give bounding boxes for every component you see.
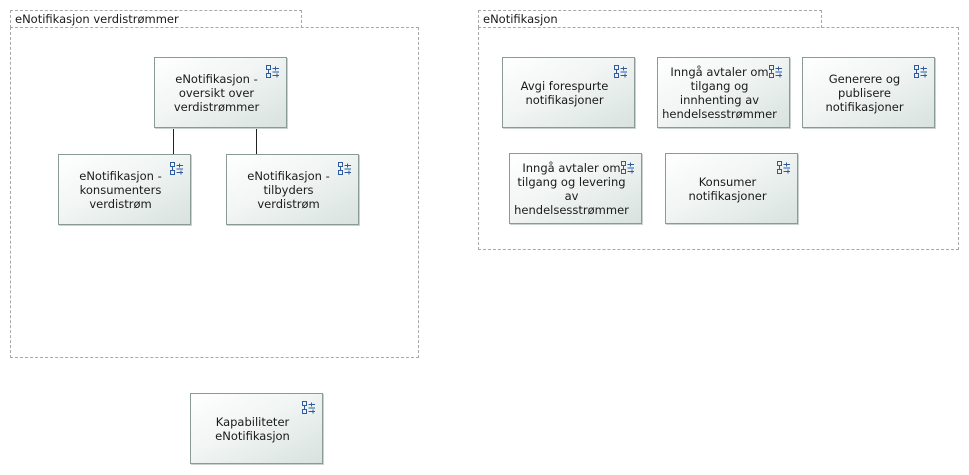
node-tilbyders[interactable]: eNotifikasjon - tilbyders verdistrøm: [226, 154, 359, 225]
node-generere[interactable]: Generere og publisere notifikasjoner: [802, 57, 935, 128]
capability-icon: [768, 64, 783, 79]
node-konsumer[interactable]: Konsumer notifikasjoner: [665, 153, 798, 224]
node-label: eNotifikasjon - oversikt over verdistrøm…: [173, 71, 260, 114]
capability-icon: [620, 160, 635, 175]
capability-icon: [613, 64, 628, 79]
capability-icon: [301, 400, 316, 415]
node-label: Avgi forespurte notifikasjoner: [520, 78, 609, 107]
node-konsumenters[interactable]: eNotifikasjon - konsumenters verdistrøm: [58, 154, 191, 225]
node-avgi[interactable]: Avgi forespurte notifikasjoner: [502, 57, 635, 128]
capability-icon: [776, 160, 791, 175]
group-tab-enotifikasjon[interactable]: eNotifikasjon: [478, 10, 822, 28]
node-kapabiliteter[interactable]: Kapabiliteter eNotifikasjon: [190, 393, 323, 464]
connector-oversikt-tilbyders: [256, 128, 257, 154]
group-verdistrommer[interactable]: [10, 27, 419, 358]
node-label: Kapabiliteter eNotifikasjon: [215, 414, 290, 443]
capability-icon: [265, 64, 280, 79]
group-label: eNotifikasjon verdistrømmer: [15, 12, 179, 26]
connector-oversikt-konsumenters: [173, 128, 174, 154]
node-levering[interactable]: Inngå avtaler om tilgang og levering av …: [509, 153, 642, 224]
group-label: eNotifikasjon: [483, 12, 558, 26]
capability-icon: [169, 161, 184, 176]
node-label: Inngå avtaler om tilgang og innhenting a…: [662, 64, 777, 121]
group-tab-verdistrommer[interactable]: eNotifikasjon verdistrømmer: [10, 10, 302, 28]
node-label: Inngå avtaler om tilgang og levering av …: [514, 160, 629, 217]
node-label: eNotifikasjon - tilbyders verdistrøm: [247, 168, 330, 211]
node-label: Generere og publisere notifikasjoner: [825, 71, 904, 114]
node-innhenting[interactable]: Inngå avtaler om tilgang og innhenting a…: [657, 57, 790, 128]
node-label: eNotifikasjon - konsumenters verdistrøm: [79, 168, 162, 211]
group-enotifikasjon[interactable]: [478, 27, 959, 250]
node-label: Konsumer notifikasjoner: [688, 174, 767, 203]
capability-icon: [913, 64, 928, 79]
capability-icon: [337, 161, 352, 176]
node-oversikt[interactable]: eNotifikasjon - oversikt over verdistrøm…: [154, 57, 287, 128]
